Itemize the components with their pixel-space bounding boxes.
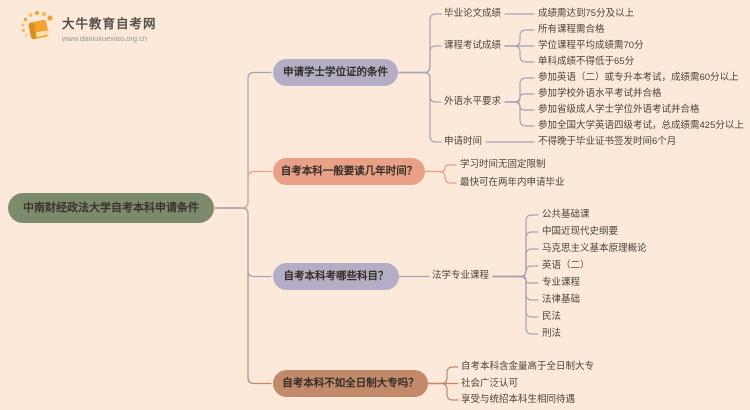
leaf-node[interactable]: 不得晚于毕业证书签发时间6个月 — [538, 136, 677, 147]
connector-path — [492, 214, 539, 278]
logo-title: 大牛教育自考网 — [62, 17, 157, 31]
leaf-node[interactable]: 马克思主义基本原理概论 — [542, 243, 647, 254]
leaf-node[interactable]: 学习时间无固定限制 — [460, 159, 546, 170]
connector-path — [398, 13, 442, 74]
connector-path — [214, 207, 272, 278]
sublabel-course-exams[interactable]: 课程考试成绩 — [444, 40, 502, 51]
leaf-node[interactable]: 最快可在两年内申请毕业 — [460, 177, 565, 188]
connector-path — [504, 45, 535, 63]
book-sunburst-icon — [21, 10, 53, 40]
connector-path — [492, 265, 539, 278]
connector-path — [398, 71, 442, 103]
leaf-node[interactable]: 参加全国大学英语四级考试，总成绩需425分以上 — [538, 120, 744, 131]
sublabel-thesis-score[interactable]: 毕业论文成绩 — [444, 8, 502, 19]
connector-path — [504, 101, 535, 127]
sublabel-law-major-courses[interactable]: 法学专业课程 — [432, 270, 490, 281]
leaf-node[interactable]: 法律基础 — [542, 294, 581, 305]
leaf-node[interactable]: 社会广泛认可 — [461, 378, 519, 389]
connector-path — [424, 164, 457, 173]
connector-path — [427, 382, 459, 401]
connector-path — [492, 248, 539, 278]
connector-path — [492, 275, 539, 335]
leaf-node[interactable]: 英语（二） — [542, 260, 590, 271]
sublabel-foreign-lang[interactable]: 外语水平要求 — [444, 96, 502, 107]
connector-path — [492, 231, 539, 278]
leaf-node[interactable]: 专业课程 — [542, 277, 581, 288]
connector-path — [214, 170, 272, 209]
leaf-node[interactable]: 参加英语（二）或专升本考试，成绩需60分以上 — [538, 72, 739, 83]
site-logo[interactable]: 大牛教育自考网 www.daniuxuexiao.org.cn — [16, 10, 157, 46]
connector-path — [398, 45, 442, 74]
connector-path — [214, 71, 272, 209]
leaf-node[interactable]: 中国近现代史纲要 — [542, 226, 619, 237]
leaf-node[interactable]: 参加学校外语水平考试并合格 — [538, 88, 662, 99]
connector-path — [492, 275, 539, 301]
leaf-node[interactable]: 公共基础课 — [542, 209, 590, 220]
leaf-node[interactable]: 单科成绩不得低于65分 — [538, 56, 635, 67]
branch-degree-conditions[interactable]: 申请学士学位证的条件 — [273, 59, 398, 86]
logo-url: www.daniuxuexiao.org.cn — [62, 34, 148, 43]
leaf-node[interactable]: 所有课程需合格 — [538, 24, 605, 35]
root-topic[interactable]: 中南财经政法大学自考本科申请条件 — [8, 193, 214, 223]
connector-path — [427, 366, 459, 385]
leaf-node[interactable]: 享受与统招本科生相同待遇 — [461, 394, 576, 405]
branch-vs-fulltime-college[interactable]: 自考本科不如全日制大专吗？ — [273, 370, 428, 397]
connector-path — [492, 275, 539, 284]
branch-study-duration[interactable]: 自考本科一般要读几年时间？ — [273, 158, 425, 185]
connector-path — [504, 29, 535, 47]
connector-path — [424, 170, 457, 184]
leaf-node[interactable]: 刑法 — [542, 328, 562, 339]
leaf-node[interactable]: 参加省级成人学士学位外语考试并合格 — [538, 104, 700, 115]
sublabel-apply-time[interactable]: 申请时间 — [444, 136, 483, 147]
leaf-node[interactable]: 自考本科含金量高于全日制大专 — [461, 361, 595, 372]
branch-exam-subjects[interactable]: 自考本科考哪些科目？ — [273, 263, 399, 290]
leaf-node[interactable]: 民法 — [542, 311, 562, 322]
leaf-node[interactable]: 学位课程平均成绩需70分 — [538, 40, 644, 51]
logo-text-block: 大牛教育自考网 www.daniuxuexiao.org.cn — [62, 13, 157, 43]
leaf-node[interactable]: 成绩需达到75分及以上 — [538, 8, 635, 19]
connector-path — [214, 207, 272, 385]
connector-path — [398, 71, 442, 143]
